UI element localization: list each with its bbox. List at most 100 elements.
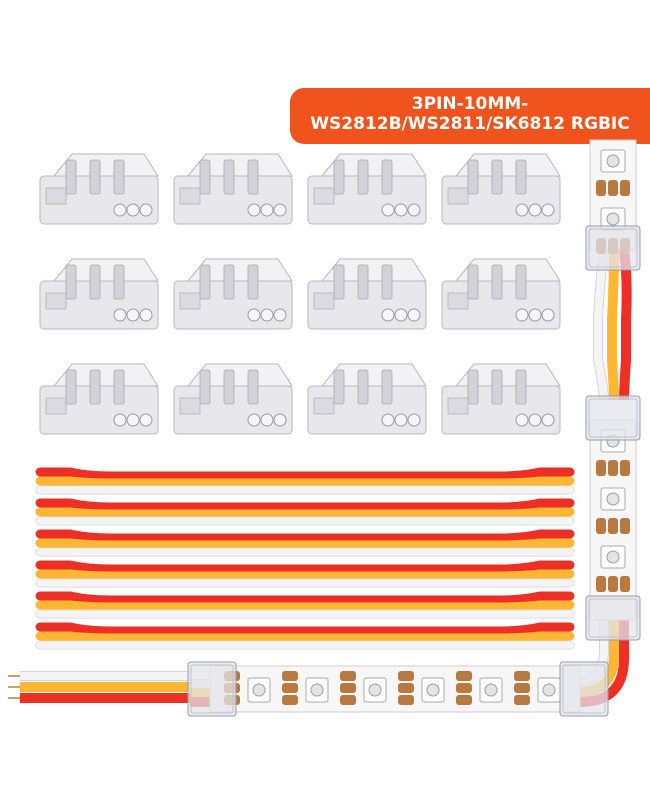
connector-slot <box>199 264 211 300</box>
solder-pad <box>608 460 618 476</box>
solder-pad <box>514 671 530 681</box>
connector-port <box>113 308 127 322</box>
clip-body <box>585 395 641 441</box>
connector-clip <box>441 363 561 435</box>
strip-connector <box>585 595 641 641</box>
connector-clip <box>39 363 159 435</box>
connector-port <box>247 308 261 322</box>
solder-pad <box>596 460 606 476</box>
solder-pad <box>608 518 618 534</box>
connector-latch <box>447 397 469 415</box>
connector-latch <box>313 187 335 205</box>
solder-pad <box>398 695 414 705</box>
led-lens <box>606 154 620 168</box>
clip-frame <box>562 664 606 714</box>
connector-slot <box>333 159 345 195</box>
led-lens <box>310 683 324 697</box>
connector-slot <box>381 369 393 405</box>
led-unit <box>398 671 445 705</box>
connector-clip <box>441 258 561 330</box>
wire-bundle <box>35 560 575 588</box>
product-title-banner: 3PIN-10MM- WS2812B/WS2811/SK6812 RGBIC <box>290 88 650 144</box>
connector-latch <box>45 292 67 310</box>
connector-slot <box>113 159 125 195</box>
clip-frame <box>588 398 638 438</box>
connector-port <box>139 203 153 217</box>
connector-slot <box>333 264 345 300</box>
solder-pad <box>514 683 530 693</box>
banner-line-2: WS2812B/WS2811/SK6812 RGBIC <box>310 114 630 134</box>
connector-slot <box>515 264 527 300</box>
connector-port <box>126 308 140 322</box>
solder-pad <box>282 671 298 681</box>
clip-body <box>187 661 237 717</box>
connector-port <box>126 203 140 217</box>
connector-clip <box>307 258 427 330</box>
connector-slot <box>491 264 503 300</box>
connector-port <box>247 413 261 427</box>
connector-clip <box>39 153 159 225</box>
led-lens <box>252 683 266 697</box>
connector-clip <box>173 258 293 330</box>
connector-port <box>407 203 421 217</box>
connector-slot <box>467 159 479 195</box>
banner-line-1: 3PIN-10MM- <box>411 94 529 114</box>
solder-pad <box>608 180 618 196</box>
connector-slot <box>223 159 235 195</box>
clip-body <box>585 225 641 271</box>
solder-pad <box>456 695 472 705</box>
connector-port <box>247 203 261 217</box>
connector-port <box>541 413 555 427</box>
connector-slot <box>491 369 503 405</box>
connector-slot <box>357 159 369 195</box>
led-lens <box>368 683 382 697</box>
connector-slot <box>467 369 479 405</box>
connector-port <box>394 203 408 217</box>
strip-connector <box>559 661 609 717</box>
connector-slot <box>515 159 527 195</box>
connector-slot <box>89 369 101 405</box>
connector-port <box>528 203 542 217</box>
connector-port <box>273 203 287 217</box>
solder-pad <box>620 180 630 196</box>
solder-pad <box>596 518 606 534</box>
connector-port <box>126 413 140 427</box>
strip-connector <box>585 395 641 441</box>
connector-slot <box>65 159 77 195</box>
connector-slot <box>89 159 101 195</box>
connector-slot <box>199 159 211 195</box>
connector-port <box>139 308 153 322</box>
led-unit <box>282 671 329 705</box>
connector-port <box>381 308 395 322</box>
wire <box>36 632 574 642</box>
led-lens <box>542 683 556 697</box>
wire <box>36 561 574 573</box>
connector-slot <box>113 369 125 405</box>
connector-latch <box>313 397 335 415</box>
led-lens <box>426 683 440 697</box>
connector-slot <box>491 159 503 195</box>
connector-port <box>541 203 555 217</box>
led-lens <box>484 683 498 697</box>
wire <box>36 477 574 487</box>
connector-port <box>113 203 127 217</box>
clip-body <box>559 661 609 717</box>
connector-slot <box>467 264 479 300</box>
connector-latch <box>179 187 201 205</box>
connector-clip <box>173 363 293 435</box>
strip-connector <box>187 661 237 717</box>
connector-port <box>407 308 421 322</box>
connector-slot <box>247 159 259 195</box>
wire <box>36 468 574 480</box>
led-lens <box>606 212 620 226</box>
clip-frame <box>588 598 638 638</box>
connector-clip <box>307 153 427 225</box>
solder-pad <box>514 695 530 705</box>
connector-latch <box>447 187 469 205</box>
clip-frame <box>190 664 234 714</box>
led-unit <box>596 545 630 592</box>
clip-frame <box>588 228 638 268</box>
led-unit <box>514 671 561 705</box>
wire <box>36 539 574 549</box>
